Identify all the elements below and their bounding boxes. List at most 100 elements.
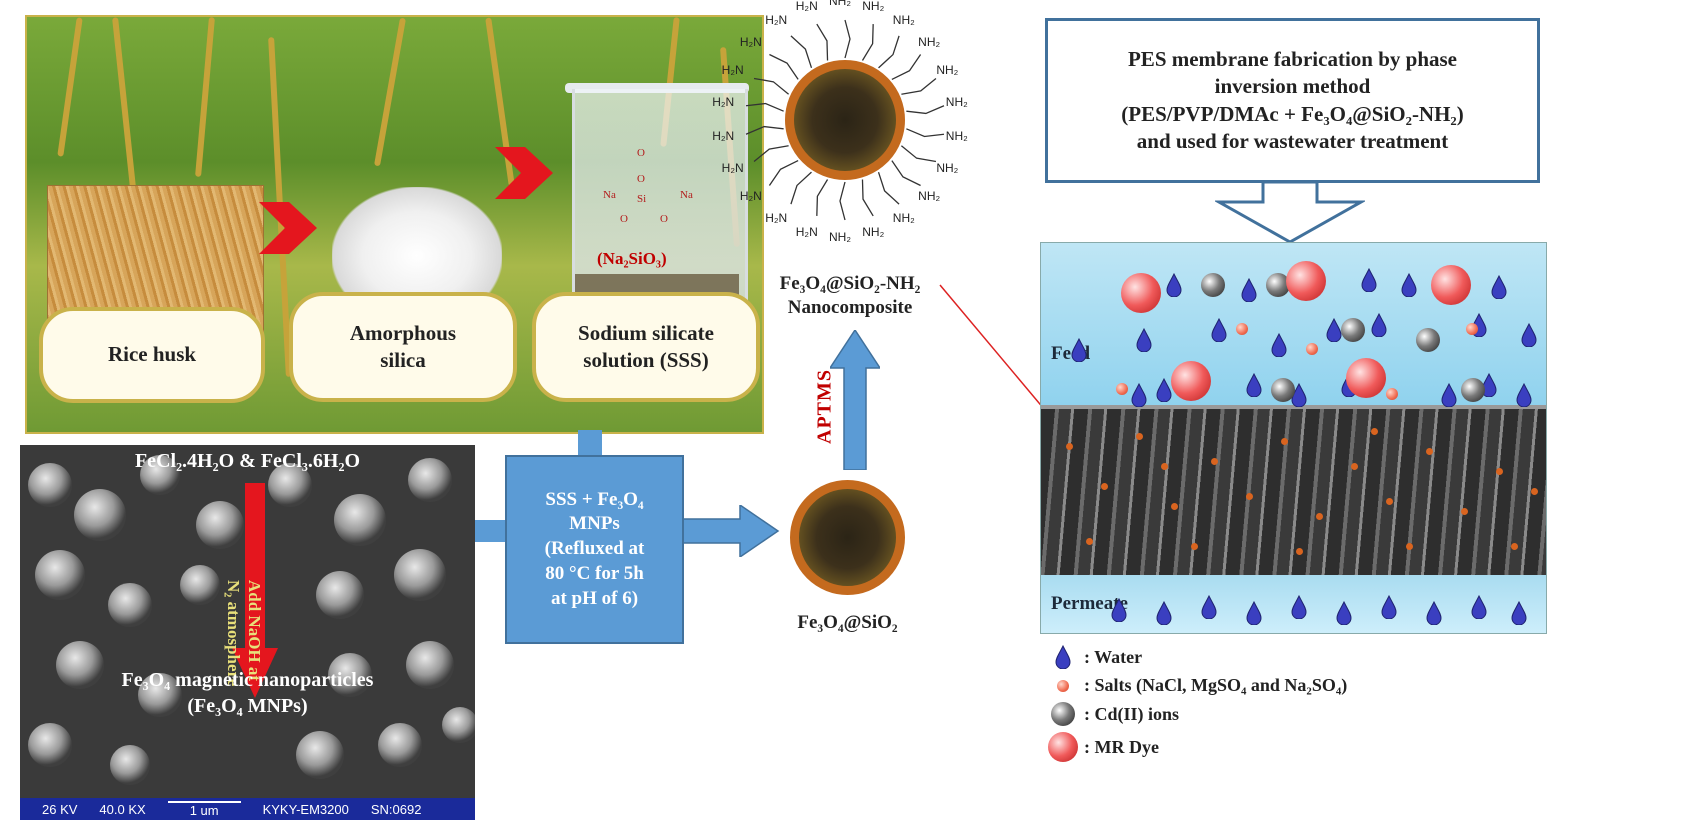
salt-particle-icon (1466, 323, 1478, 335)
callout-line2: inversion method (1214, 74, 1371, 99)
amine-chain (769, 53, 799, 80)
water-droplet-icon (1136, 328, 1152, 352)
sem-texture (28, 455, 475, 785)
nanoparticle-dot (1066, 443, 1073, 450)
fe3o4-sio2-particle (790, 480, 905, 595)
sem-magnification: 40.0 KX (99, 801, 146, 817)
water-droplet-icon (1166, 273, 1182, 297)
molecule-atom: O (637, 147, 645, 159)
amine-particle-label: Fe₃O₄@SiO₂-NH₂ (779, 273, 921, 294)
amine-group-label: H₂N (739, 189, 762, 204)
sem-scale-bar: 26 KV 40.0 KX 1 um KYKY-EM3200 SN:0692 (20, 798, 475, 820)
nanoparticle-dot (1171, 503, 1178, 510)
reagents-label: FeCl₂.4H₂O & FeCl₃.6H₂O (134, 450, 361, 472)
water-droplet-icon (1516, 383, 1532, 407)
fe3o4-sio2-label: Fe₃O₄@SiO₂ (797, 612, 898, 633)
amine-chains (745, 19, 945, 221)
legend-cd-text: : Cd(II) ions (1084, 703, 1180, 724)
water-droplet-icon (1521, 323, 1537, 347)
nanocomposite-label: Nanocomposite (787, 296, 913, 318)
salt-particle-icon (1236, 323, 1248, 335)
reaction-line1: SSS + Fe₃O₄ (545, 488, 644, 510)
water-droplet-icon (1371, 313, 1387, 337)
amine-chain (891, 54, 922, 80)
amine-chain (877, 171, 900, 205)
nanoparticle-dot (1406, 543, 1413, 550)
product-line1: Fe₃O₄ magnetic nanoparticles (121, 669, 374, 691)
sem-image-panel: FeCl₂.4H₂O & FeCl₃.6H₂O Add NaOH at N₂ a… (20, 445, 475, 820)
amine-group-label: NH₂ (945, 95, 968, 110)
water-droplet-icon (1326, 318, 1342, 342)
reaction-line4: 80 °C for 5h (545, 562, 644, 584)
mr-dye-icon (1048, 732, 1078, 762)
nanoparticle-dot (1511, 543, 1518, 550)
salt-particle-icon (1386, 388, 1398, 400)
beaker-rim (565, 83, 749, 93)
legend-dye-text: : MR Dye (1084, 736, 1159, 757)
arrow-down-icon (232, 483, 278, 698)
sem-voltage: 26 KV (42, 801, 78, 817)
sodium-silicate-beaker: O O Na Si Na O O (Na₂SiO₃) (572, 89, 748, 317)
legend-cd-ions: : Cd(II) ions (1048, 702, 1179, 726)
chevron-right-icon (495, 147, 553, 199)
legend-salts-text: : Salts (NaCl, MgSO₄ and Na₂SO₄) (1084, 675, 1348, 695)
arrow-right-icon (680, 505, 780, 557)
amine-group-label: NH₂ (862, 0, 885, 13)
water-droplet-icon (1491, 275, 1507, 299)
callout-line3: (PES/PVP/DMAc + Fe₃O₄@SiO₂-NH₂) (1121, 101, 1464, 126)
amine-group-label: H₂N (712, 128, 735, 143)
sem-serial: SN:0692 (370, 801, 422, 817)
water-droplet-icon (1381, 595, 1397, 619)
water-droplet-icon (1211, 318, 1227, 342)
reaction-line5: at pH of 6) (550, 587, 639, 609)
legend-salts: : Salts (NaCl, MgSO₄ and Na₂SO₄) (1048, 675, 1347, 696)
amine-functionalized-particle (785, 60, 905, 180)
amine-chain (816, 23, 829, 61)
rice-field-panel: O O Na Si Na O O (Na₂SiO₃) Rice husk Amo… (25, 15, 764, 434)
product-line2: (Fe₃O₄ MNPs) (187, 695, 308, 717)
sem-scale: 1 um (167, 800, 241, 818)
mr-dye-icon (1346, 358, 1386, 398)
legend-water-text: : Water (1084, 646, 1143, 667)
water-droplet-icon (1111, 598, 1127, 622)
water-droplet-icon (1071, 338, 1087, 362)
membrane-cross-section: Feed Permeate (1040, 242, 1547, 634)
amine-group-label: NH₂ (936, 161, 959, 176)
amine-group-label: NH₂ (829, 0, 851, 8)
amorphous-silica-image (332, 187, 502, 302)
reaction-conditions-box: SSS + Fe₃O₄ MNPs (Refluxed at 80 °C for … (505, 455, 684, 644)
nanoparticle-dot (1316, 513, 1323, 520)
molecule-atom: Na (603, 189, 616, 201)
reaction-line3: (Refluxed at (544, 538, 645, 560)
mr-dye-icon (1121, 273, 1161, 313)
amine-group-label: NH₂ (862, 225, 885, 240)
water-droplet-icon (1131, 383, 1147, 407)
amine-group-label: H₂N (765, 12, 788, 27)
amine-group-label: NH₂ (892, 211, 915, 226)
nanoparticle-dot (1136, 433, 1143, 440)
arrow-up-icon (830, 330, 880, 470)
cd-ion-icon (1461, 378, 1485, 402)
amine-group-label: NH₂ (892, 12, 915, 27)
callout-line1: PES membrane fabrication by phase (1127, 46, 1457, 71)
molecule-atom: O (620, 213, 628, 225)
water-droplet-icon (1336, 601, 1352, 625)
mr-dye-icon (1431, 265, 1471, 305)
nanoparticle-dot (1496, 468, 1503, 475)
amine-chain (753, 77, 790, 95)
water-droplet-icon (1401, 273, 1417, 297)
water-droplet-icon (1246, 601, 1262, 625)
nanoparticle-dot (1101, 483, 1108, 490)
water-droplet-icon (1441, 383, 1457, 407)
water-droplet-icon (1201, 595, 1217, 619)
amine-group-label: H₂N (795, 225, 818, 240)
nanoparticle-dot (1246, 493, 1253, 500)
amine-chain (745, 102, 784, 112)
cd-ion-icon (1341, 318, 1365, 342)
nanoparticle-dot (1386, 498, 1393, 505)
amine-chain (745, 125, 784, 135)
amine-chain (839, 181, 846, 221)
water-droplet-icon (1241, 278, 1257, 302)
rice-husk-label: Rice husk (39, 307, 265, 403)
nanoparticle-dot (1371, 428, 1378, 435)
